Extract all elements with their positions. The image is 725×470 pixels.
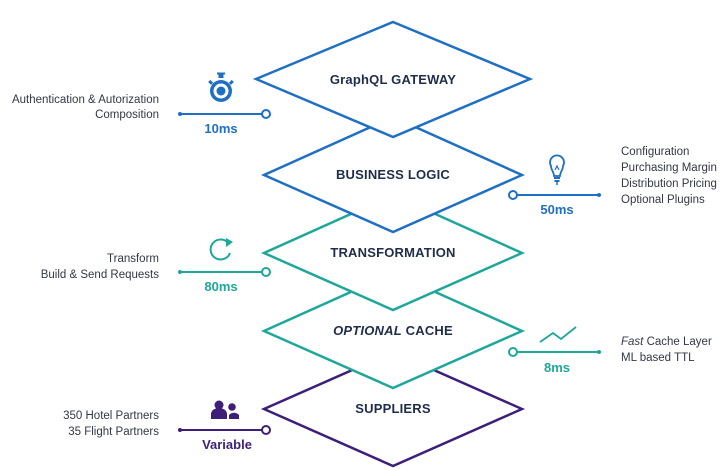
suppliers-note-line-2: 35 Flight Partners xyxy=(68,426,159,438)
suppliers-note-line-1: 350 Hotel Partners xyxy=(63,410,159,422)
gateway-label: GraphQL GATEWAY xyxy=(330,72,456,87)
cache-label-rest: CACHE xyxy=(402,323,453,338)
transformation-note-line-1: Transform xyxy=(107,253,159,265)
transformation-note-line-2: Build & Send Requests xyxy=(41,269,160,281)
suppliers-label: SUPPLIERS xyxy=(355,401,431,416)
transformation-annotation: Transform Build & Send Requests 80ms xyxy=(41,238,271,294)
gateway-diamond xyxy=(252,20,534,139)
business-note-line-1: Configuration xyxy=(621,146,689,158)
cache-metric: 8ms xyxy=(544,360,570,375)
gateway-note-line-1: Authentication & Autorization xyxy=(12,94,159,106)
cache-label: OPTIONAL CACHE xyxy=(333,323,453,338)
refresh-icon xyxy=(209,238,233,261)
lightbulb-icon xyxy=(549,154,565,185)
cache-label-optional: OPTIONAL xyxy=(333,323,402,338)
gateway-metric: 10ms xyxy=(204,121,237,136)
business-note-line-3: Distribution Pricing xyxy=(621,178,717,190)
business-diamond xyxy=(260,115,526,234)
cache-note-line-2: ML based TTL xyxy=(621,352,695,364)
gateway-note-line-2: Composition xyxy=(95,109,159,121)
business-logic-label: BUSINESS LOGIC xyxy=(336,167,450,182)
cache-note-rest: Cache Layer xyxy=(643,336,712,348)
business-note-line-4: Optional Plugins xyxy=(621,194,705,206)
cache-diamond xyxy=(260,271,526,390)
cache-note-fast: Fast xyxy=(621,336,644,348)
cache-annotation: Fast Cache Layer ML based TTL 8ms xyxy=(508,326,712,375)
business-metric: 50ms xyxy=(540,202,573,217)
suppliers-metric: Variable xyxy=(202,437,252,452)
gateway-annotation: Authentication & Autorization Compositio… xyxy=(12,72,271,136)
stopwatch-icon xyxy=(208,72,234,102)
suppliers-diamond xyxy=(260,350,526,468)
trend-line-icon xyxy=(539,326,577,343)
cache-note-line-1: Fast Cache Layer xyxy=(621,336,712,348)
users-icon xyxy=(211,400,239,419)
transformation-label: TRANSFORMATION xyxy=(330,245,455,260)
transformation-metric: 80ms xyxy=(204,279,237,294)
business-note-line-2: Purchasing Margin xyxy=(621,162,717,174)
transformation-diamond xyxy=(260,193,526,312)
business-annotation: Configuration Purchasing Margin Distribu… xyxy=(508,146,717,217)
suppliers-annotation: 350 Hotel Partners 35 Flight Partners Va… xyxy=(63,400,271,452)
